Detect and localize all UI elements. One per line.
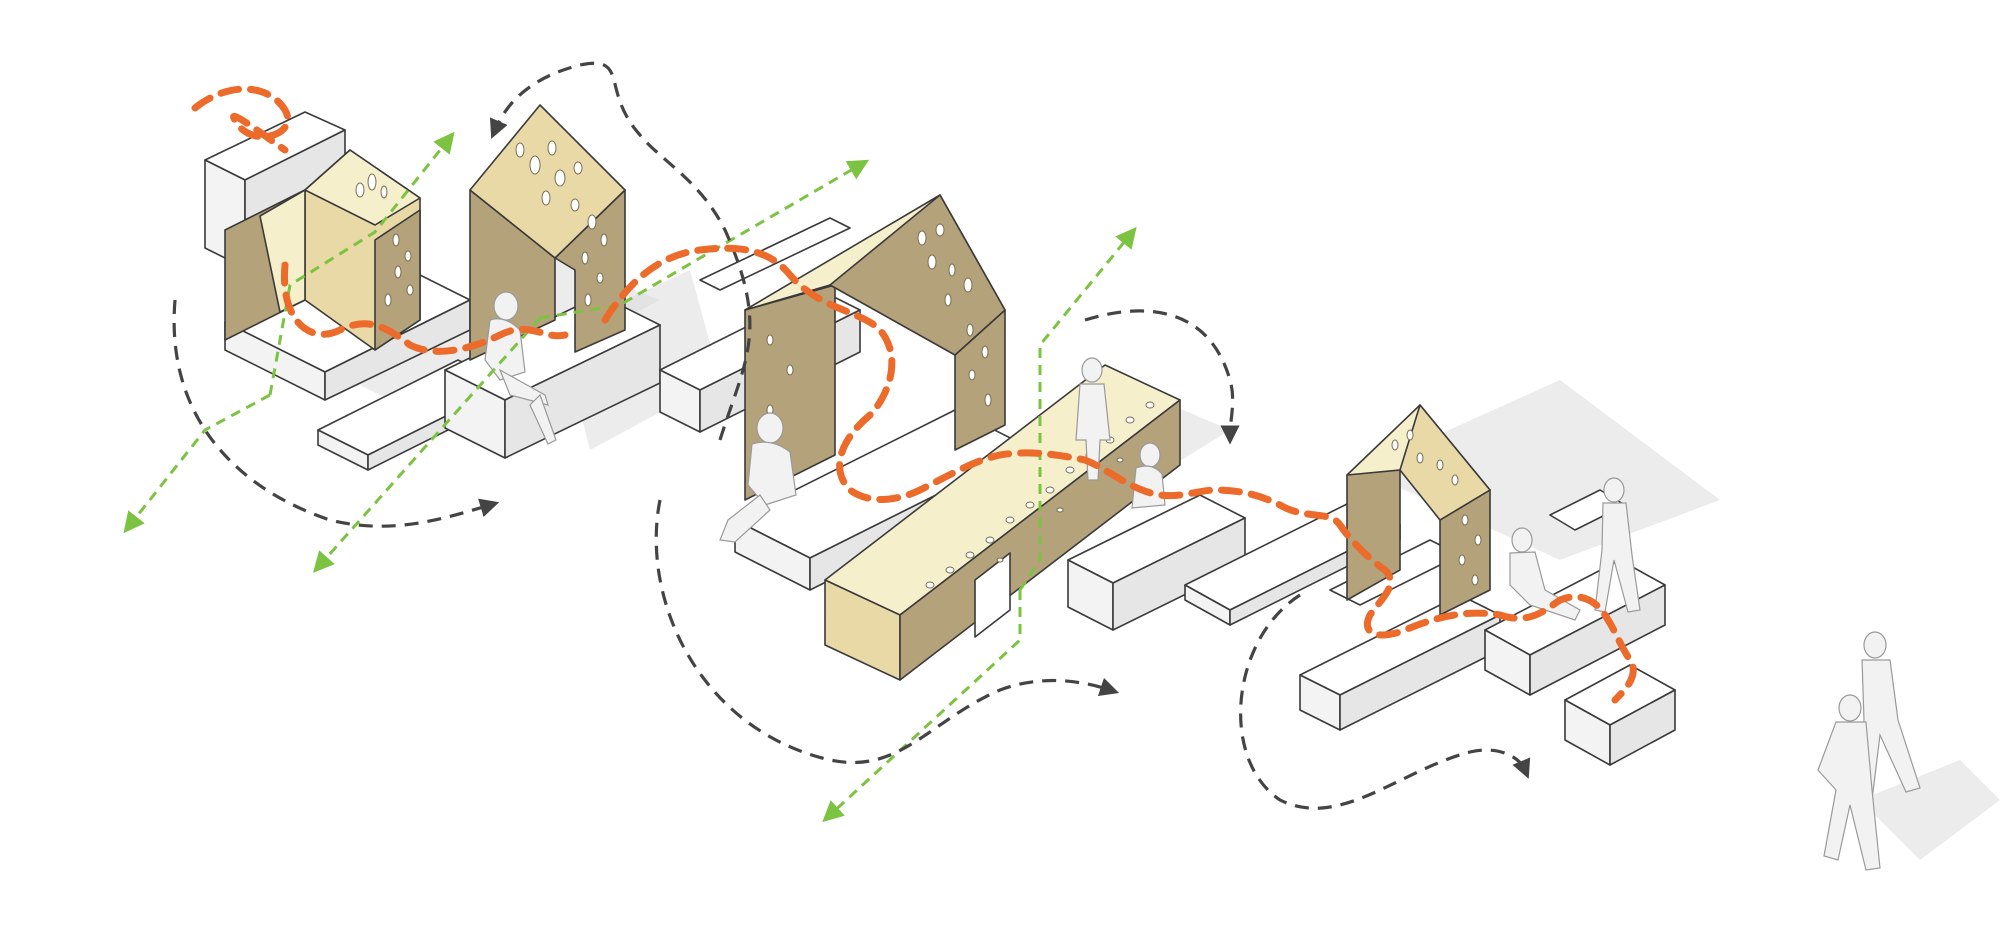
- seated-figure-middle: [719, 412, 797, 543]
- standing-figure: [1075, 357, 1166, 509]
- orange-meandering-path: [191, 85, 1637, 704]
- large-pavilion-perforations: [766, 223, 992, 416]
- walking-figures: [1817, 631, 1921, 871]
- grey-circulation-arrows: [172, 61, 1531, 810]
- seated-figure-right: [1509, 477, 1641, 621]
- right-pavilion-perforations: [1391, 429, 1482, 586]
- tall-pavilion-perforations: [515, 140, 608, 307]
- right-pavilion-group: [1299, 404, 1501, 731]
- small-pavilion-perforations: [355, 173, 414, 307]
